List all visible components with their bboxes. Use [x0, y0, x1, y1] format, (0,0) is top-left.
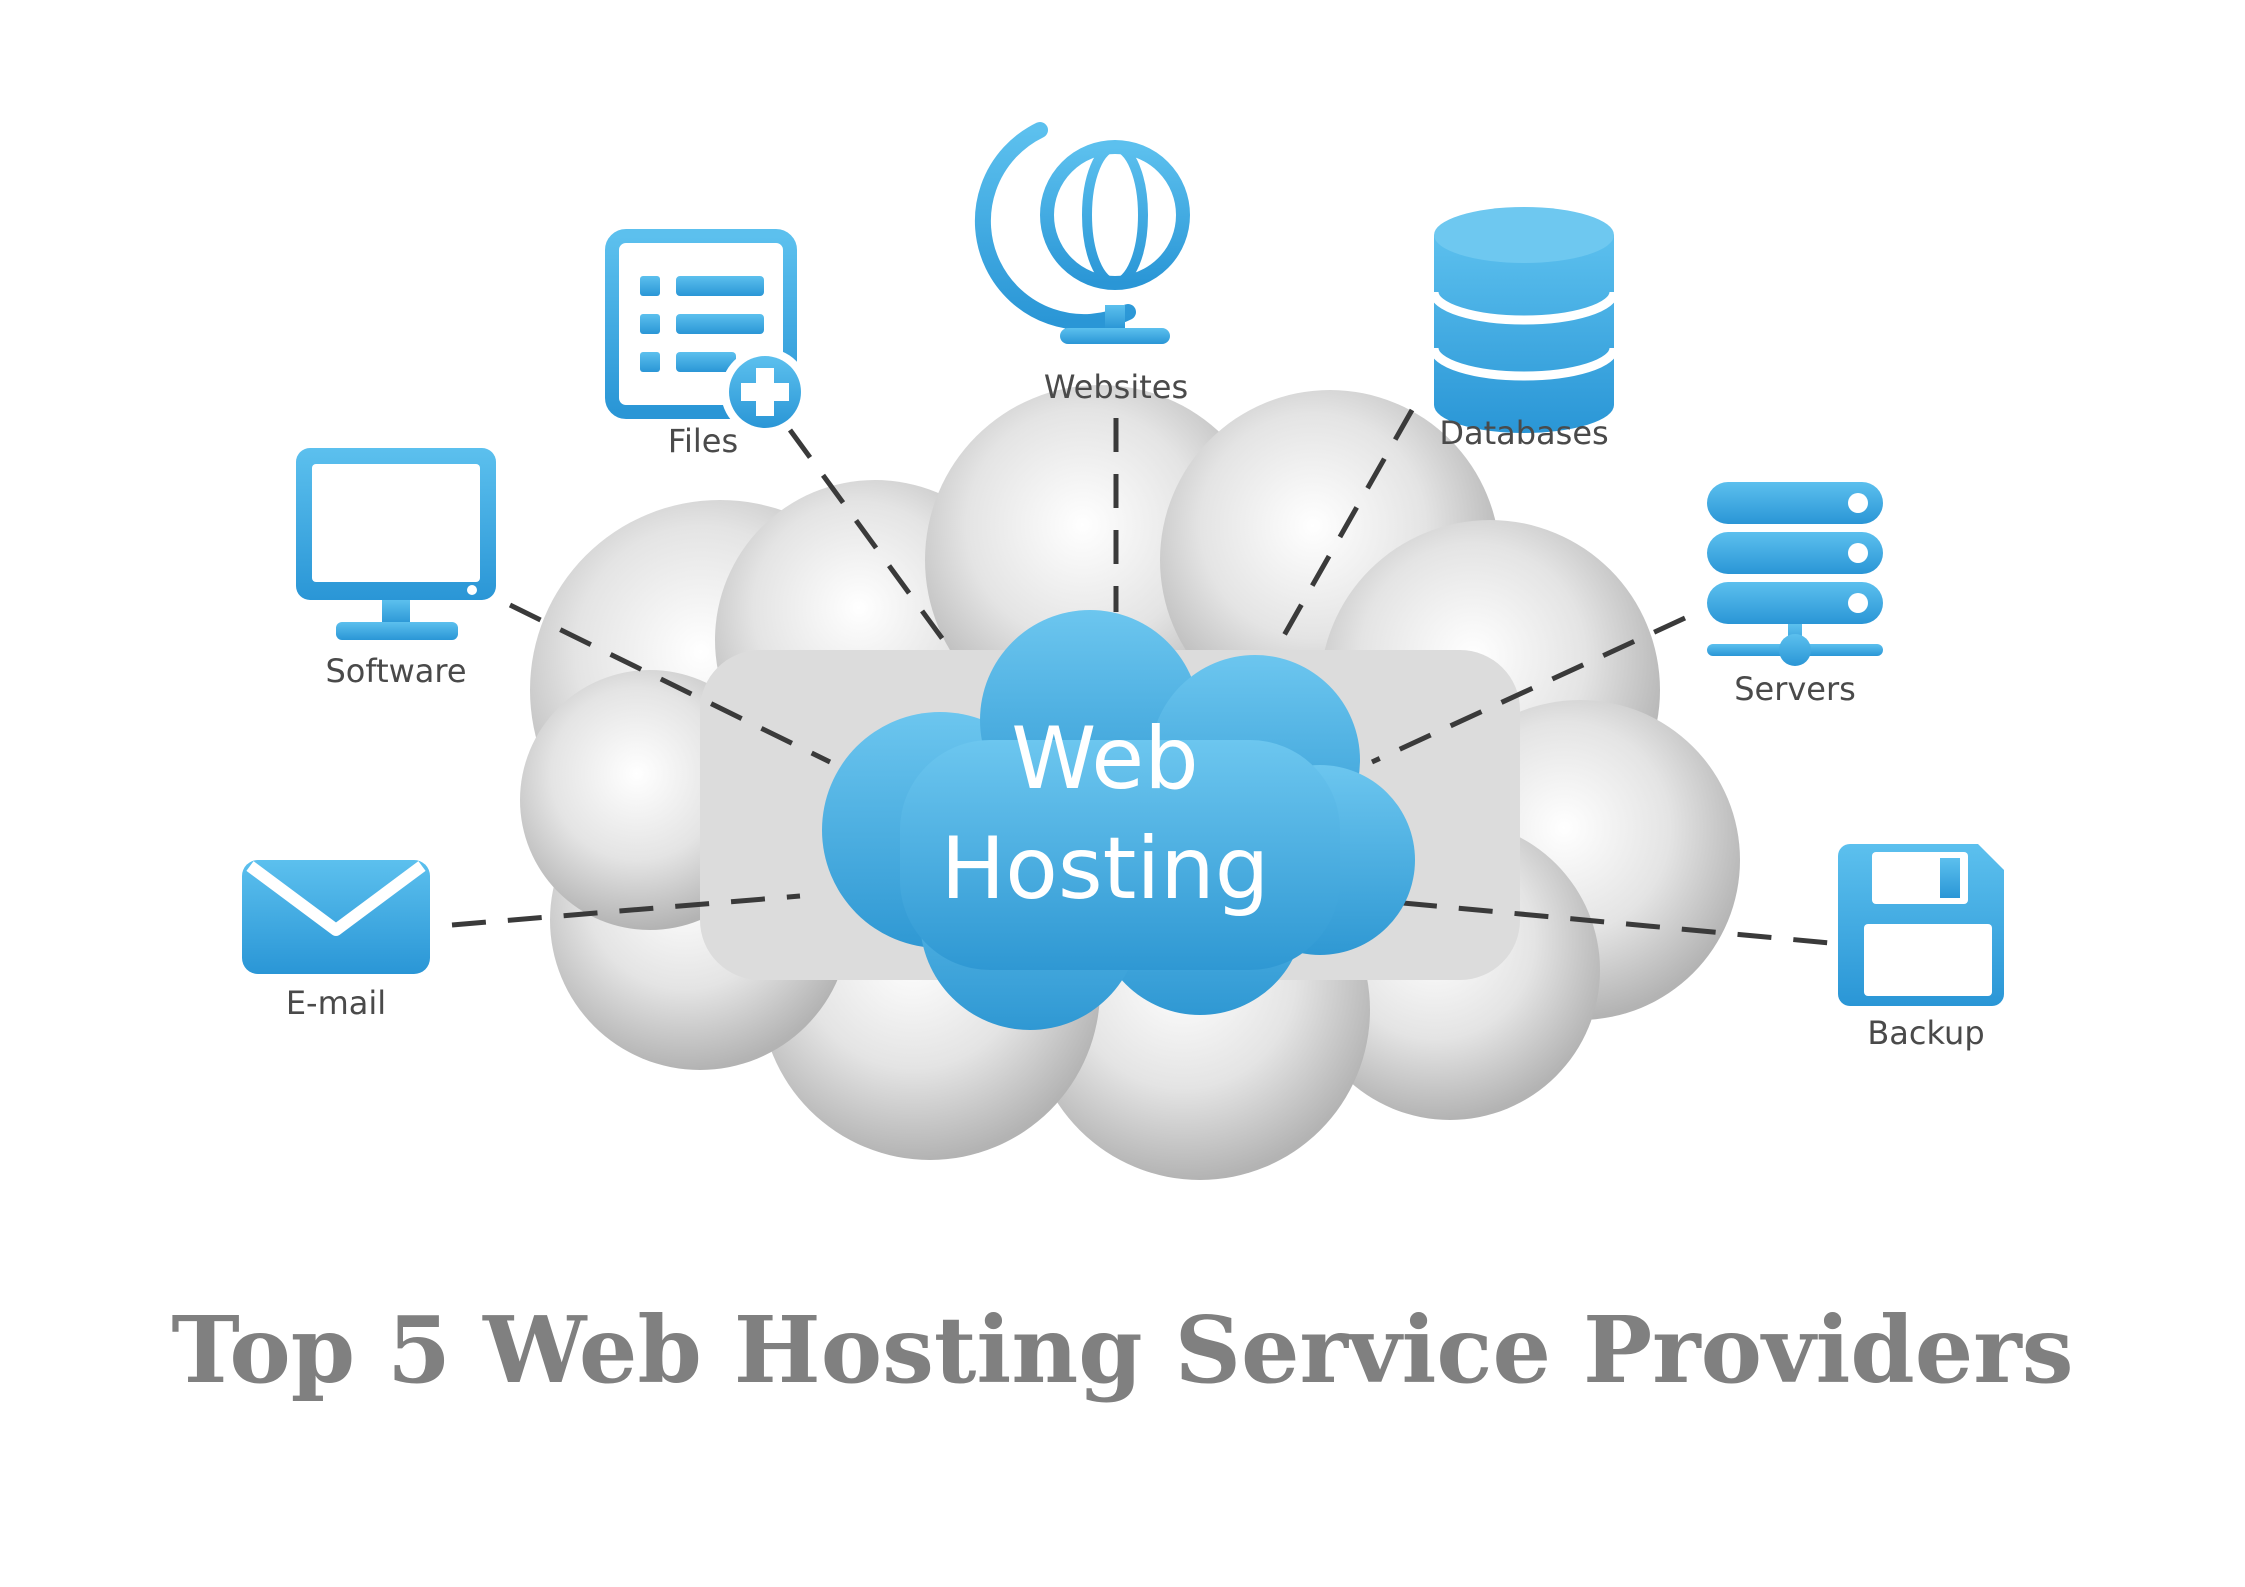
files-label: Files: [668, 422, 738, 460]
websites-label: Websites: [1044, 368, 1188, 406]
connector-backup: [1402, 900, 1831, 946]
files-node: Files: [605, 229, 809, 460]
monitor-icon: [296, 448, 496, 640]
file-list-icon: [605, 229, 797, 419]
software-node: Software: [296, 448, 496, 690]
connectors: [451, 408, 1831, 946]
globe-icon: [974, 122, 1190, 344]
floppy-disk-icon: [1838, 844, 2004, 1006]
connector-databases: [1275, 408, 1415, 648]
servers-node: Servers: [1707, 482, 1883, 708]
databases-label: Databases: [1439, 414, 1608, 452]
database-icon: [1429, 207, 1619, 433]
websites-node: Websites: [974, 122, 1190, 406]
backup-node: Backup: [1838, 844, 2004, 1052]
connector-software: [508, 602, 832, 765]
servers-label: Servers: [1734, 670, 1856, 708]
web-hosting-cloud: Web Hosting: [822, 610, 1415, 1030]
databases-node: Databases: [1429, 207, 1619, 452]
server-rack-icon: [1707, 482, 1883, 666]
software-label: Software: [325, 652, 466, 690]
center-label-line2: Hosting: [941, 819, 1270, 919]
envelope-icon: [242, 860, 430, 974]
backup-label: Backup: [1867, 1014, 1984, 1052]
connector-servers: [1370, 615, 1687, 765]
email-label: E-mail: [286, 984, 386, 1022]
page-caption: Top 5 Web Hosting Service Providers: [171, 1296, 2074, 1404]
connector-files: [787, 428, 958, 658]
connector-email: [451, 893, 801, 928]
center-label-line1: Web: [1011, 709, 1199, 809]
plus-icon: [721, 348, 809, 436]
email-node: E-mail: [242, 860, 430, 1022]
